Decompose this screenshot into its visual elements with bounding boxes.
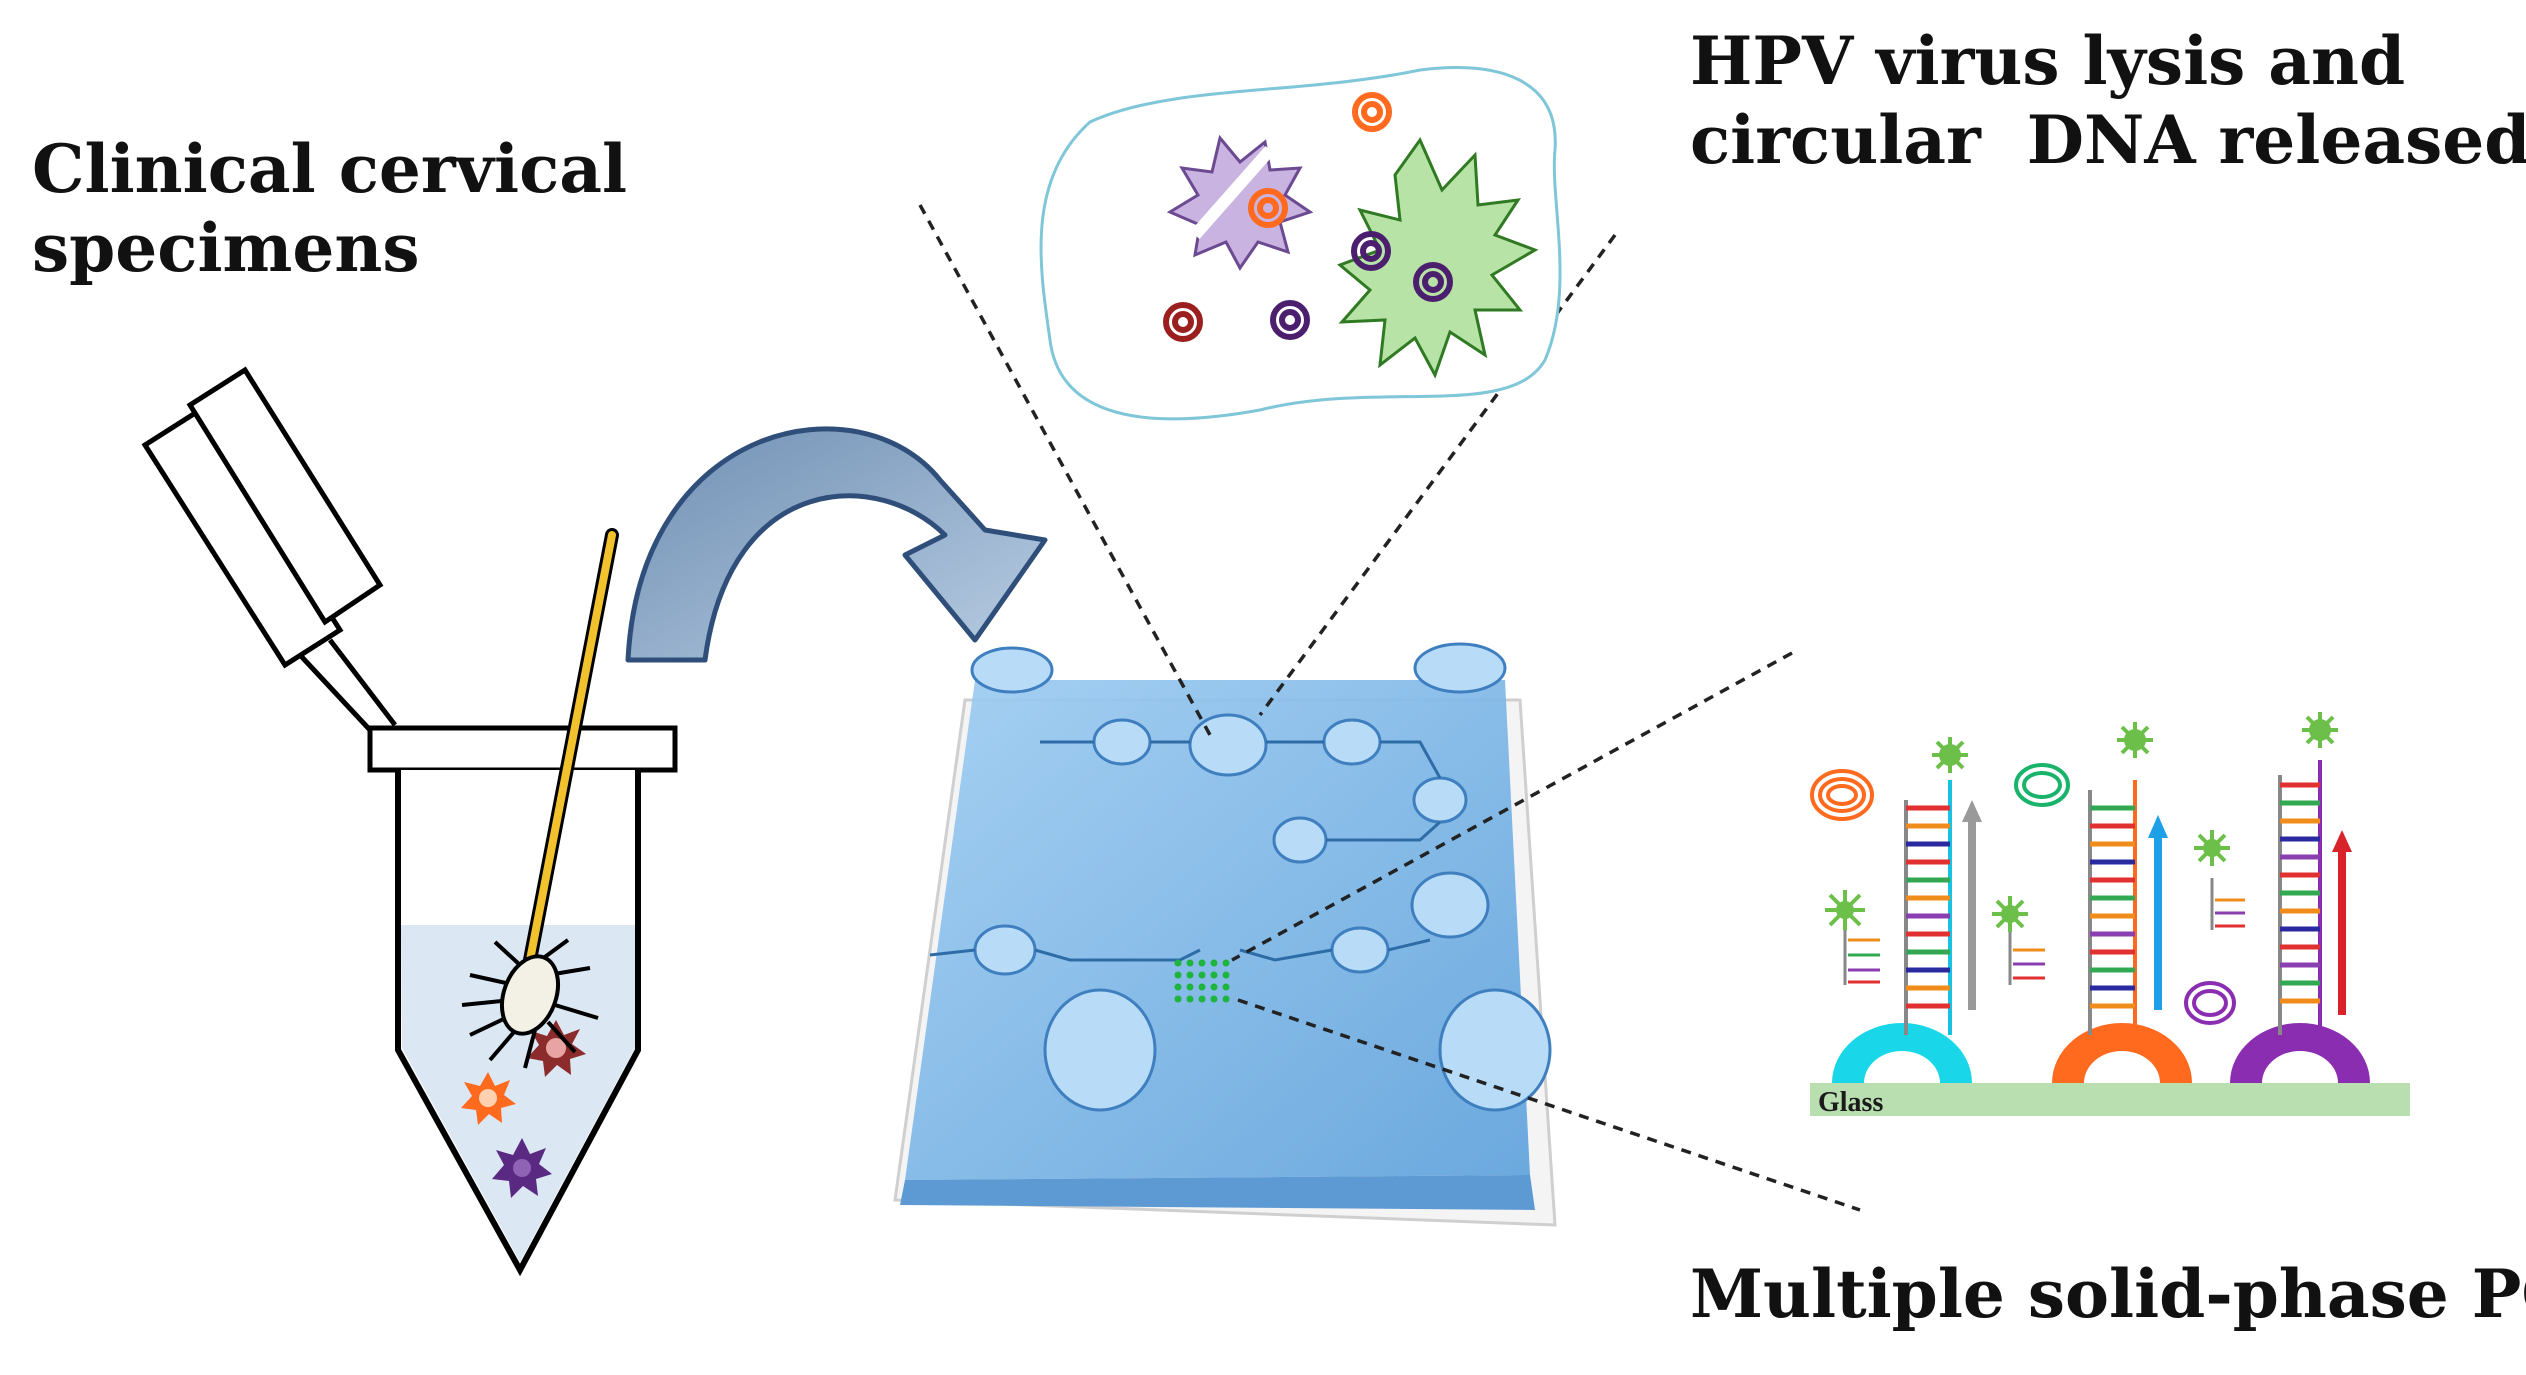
eppendorf-tube-icon [141, 366, 678, 1277]
glass-label: Glass [1818, 1087, 1883, 1118]
solid-phase-pcr-icon: Glass [1810, 712, 2410, 1118]
fluorophore-2 [2117, 722, 2153, 758]
curved-arrow-icon [625, 426, 1048, 663]
virus-particle-red [527, 1020, 586, 1077]
chip-channels [929, 740, 1442, 962]
fluorophore-3 [2302, 712, 2338, 748]
microfluidic-chip-icon [893, 642, 1557, 1227]
label-solid-phase-pcr: Multiple solid-phase PCR [1690, 1255, 2526, 1333]
anchor-orange [2052, 1023, 2192, 1083]
free-primer-middle [1992, 896, 2045, 985]
free-primer-left [1825, 890, 1880, 985]
free-primer-right [2194, 830, 2245, 930]
fluorophore-1 [1932, 737, 1968, 773]
virus-lysis-icon [1039, 66, 1562, 421]
anchor-cyan [1832, 1023, 1972, 1083]
lysed-virus-purple [1166, 134, 1314, 271]
chip-side [900, 1175, 1535, 1210]
anchor-purple [2230, 1023, 2370, 1083]
virus-particle-orange [461, 1072, 516, 1125]
label-hpv-line2: circular DNA released [1690, 101, 2526, 180]
virus-particle-purple [492, 1138, 552, 1198]
label-hpv-lysis: HPV virus lysis and circular DNA release… [1690, 22, 2526, 180]
dna-ladder-1 [1904, 737, 1982, 1035]
label-hpv-line1: HPV virus lysis and [1690, 22, 2406, 100]
chip-spot-array [1174, 959, 1230, 1003]
tube-rim [367, 725, 678, 773]
swab-icon [461, 528, 619, 1069]
glass-slide [1810, 1083, 2410, 1116]
dna-ladder-3 [2278, 712, 2352, 1035]
tube-lid [141, 366, 397, 732]
label-clinical-line1: Clinical cervical [32, 130, 628, 208]
pcr-circular-dna [1810, 763, 2236, 1025]
label-clinical-specimens: Clinical cervical specimens [32, 130, 627, 288]
tube-liquid [401, 925, 635, 1262]
label-clinical-line2: specimens [32, 209, 420, 288]
circular-dna-rings [1163, 92, 1453, 342]
dna-ladder-2 [2088, 722, 2168, 1035]
